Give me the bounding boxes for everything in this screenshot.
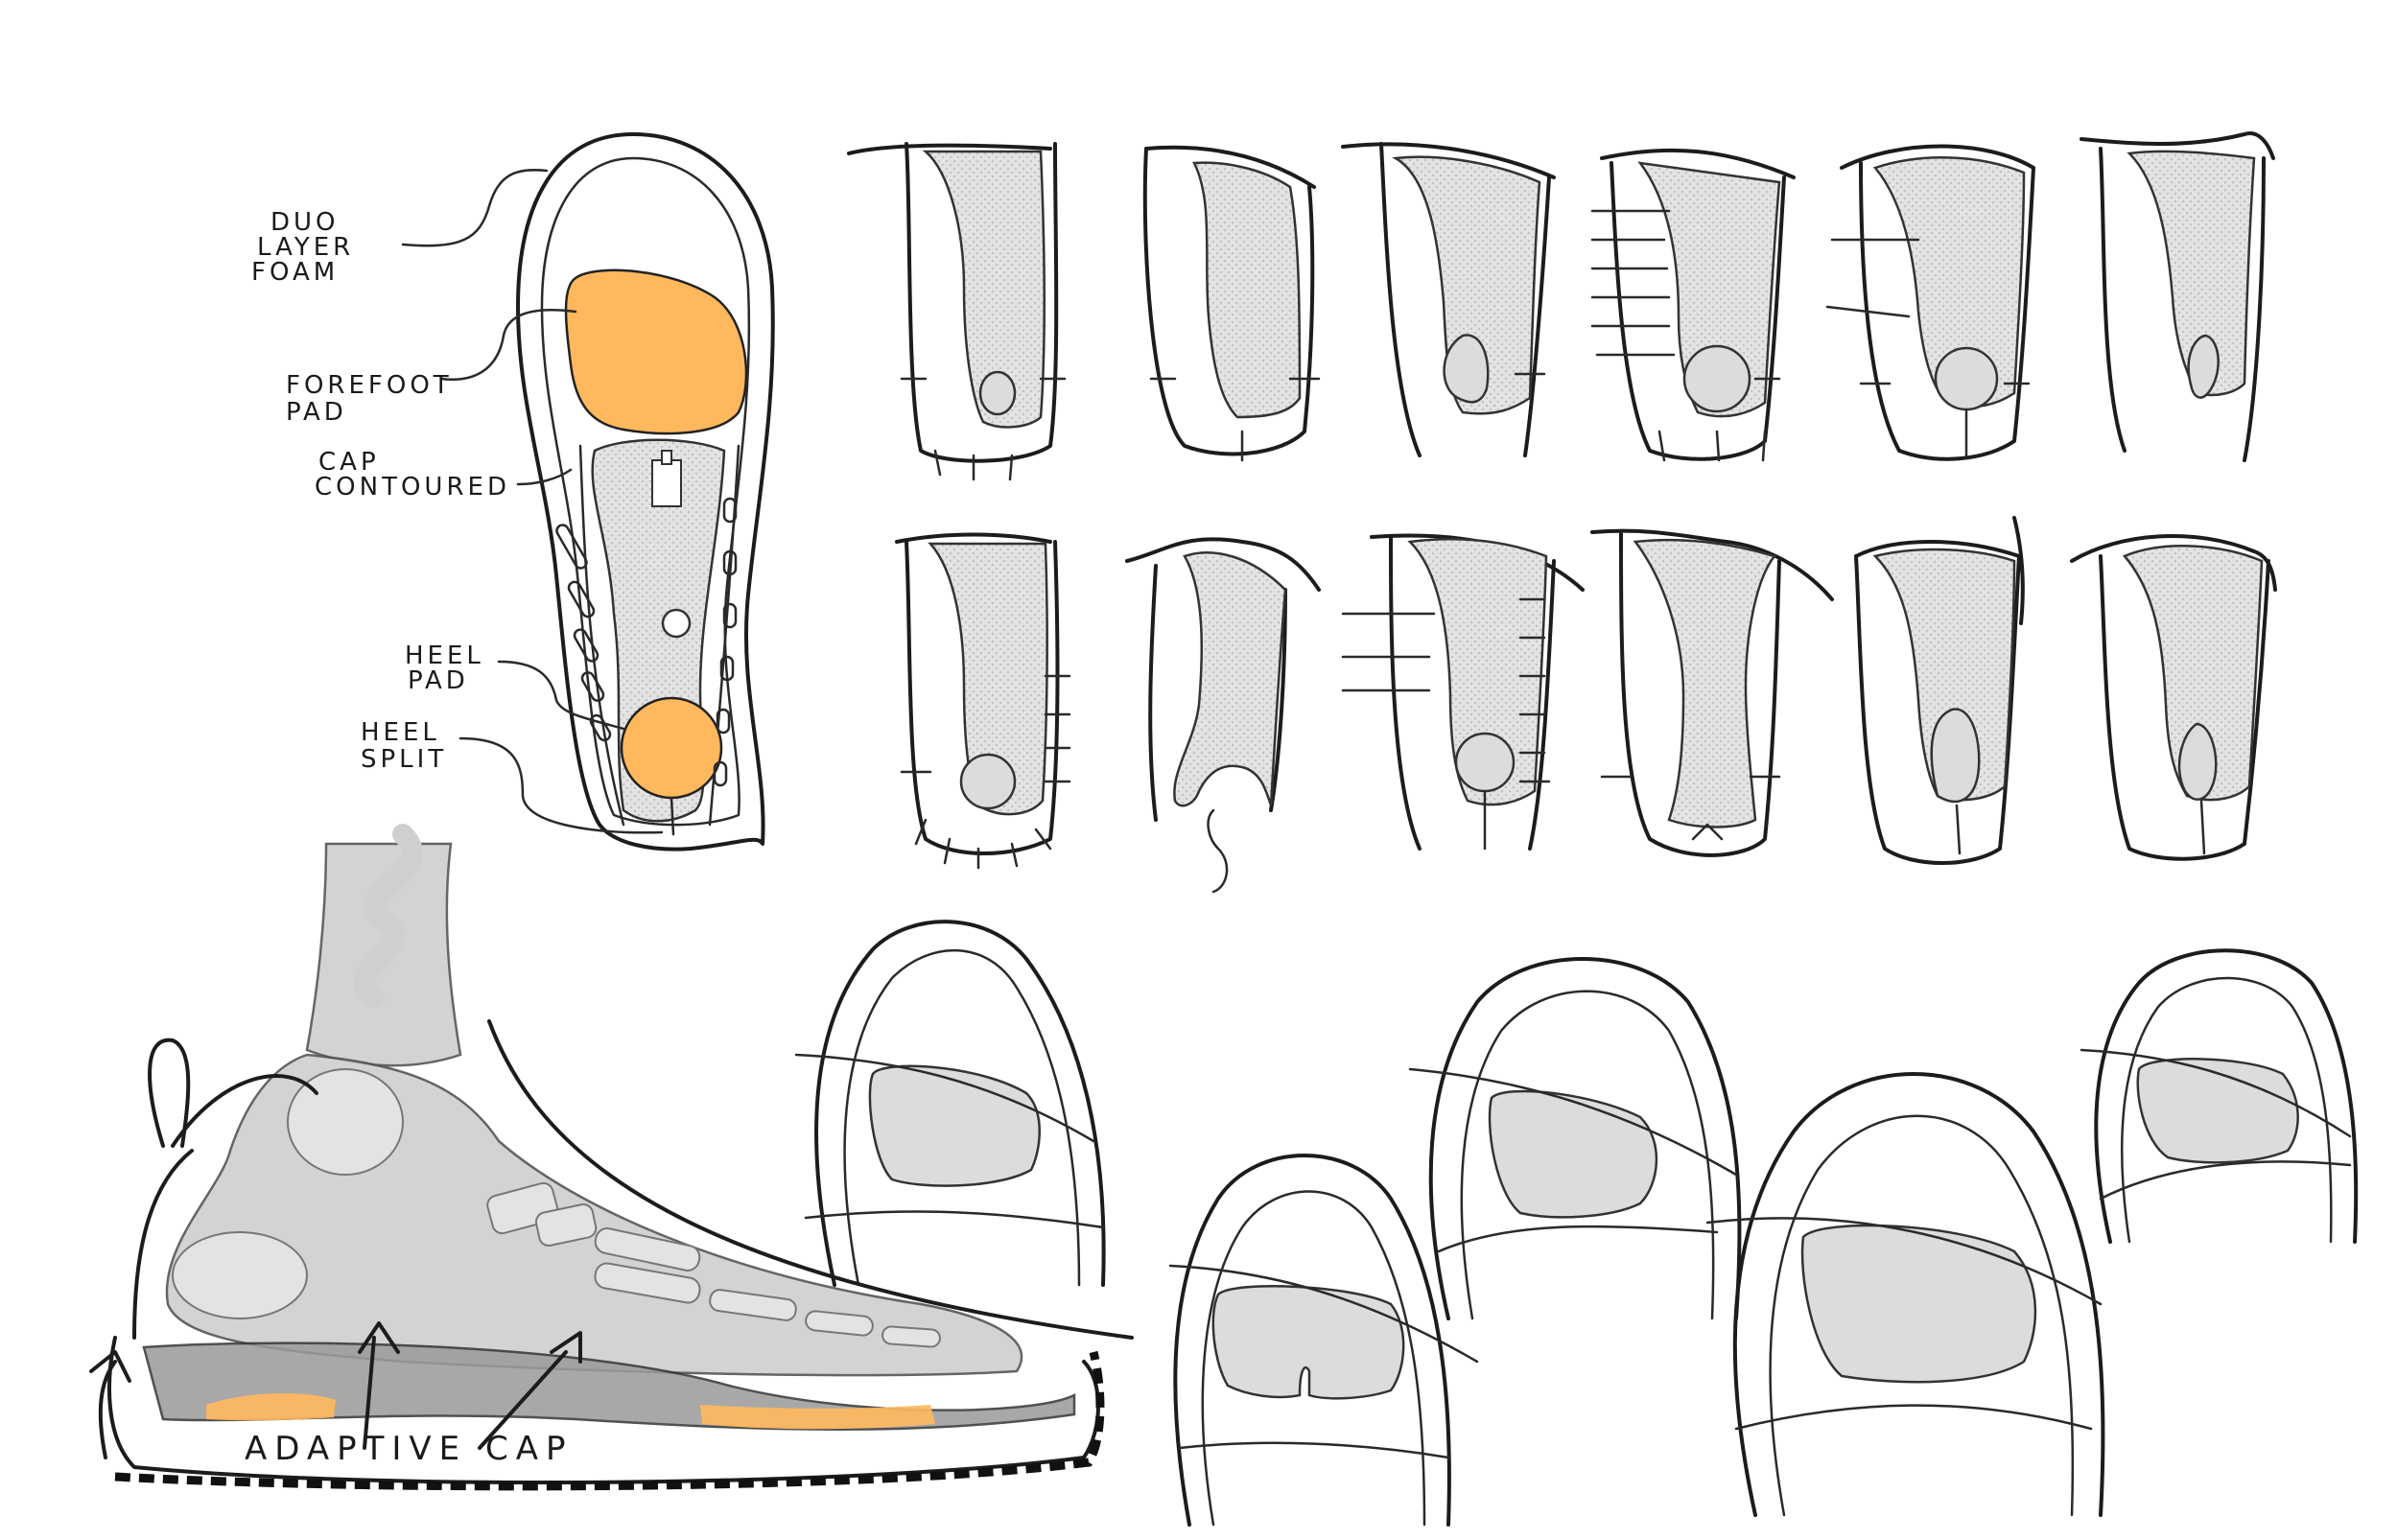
heel-variant	[2072, 536, 2275, 859]
heel-variant	[1827, 147, 2033, 459]
heel-variant	[2081, 133, 2273, 460]
callout-line: CONTOURED	[315, 473, 510, 502]
callout-line: SPLIT	[361, 745, 447, 774]
callout-forefoot-pad: FOREFOOT PAD	[286, 371, 453, 427]
forefoot-orange-pad	[700, 1405, 935, 1429]
heel-variant	[1343, 144, 1554, 455]
callout-line: FOAM	[251, 258, 339, 287]
callout-line: PAD	[408, 666, 469, 695]
heel-pad	[622, 698, 721, 798]
toe-variant	[1707, 1074, 2103, 1515]
callout-duo-layer-foam: DUO LAYER FOAM	[251, 208, 354, 287]
leader-heel-pad	[499, 662, 623, 729]
forefoot-pad	[566, 270, 746, 433]
heel-variant	[1343, 536, 1583, 849]
toe-variant	[2081, 950, 2356, 1242]
heel-variant-grid	[849, 133, 2275, 892]
toe-shape-variants	[796, 922, 2356, 1525]
callout-line: FOREFOOT	[286, 371, 453, 400]
heel-variant	[897, 535, 1069, 869]
heel-variant	[1592, 151, 1794, 460]
callout-heel-pad: HEEL PAD	[405, 642, 484, 695]
cap-center-dot	[663, 610, 690, 637]
callout-line: HEEL	[361, 718, 440, 747]
adaptive-cap-label: ADAPTIVE CAP	[245, 1430, 573, 1468]
heel-variant	[1856, 518, 2023, 863]
heel-variant	[1127, 539, 1319, 892]
toe-variant	[1410, 959, 1739, 1318]
toe-variant	[796, 922, 1104, 1285]
callout-cap-contoured: CAP CONTOURED	[315, 448, 510, 502]
heel-variant	[1592, 531, 1832, 855]
callout-line: PAD	[286, 398, 347, 427]
heel-variant	[1145, 148, 1319, 460]
heel-variant	[849, 144, 1065, 479]
leader-forefoot-pad	[441, 310, 576, 380]
callout-heel-split: HEEL SPLIT	[361, 718, 447, 774]
